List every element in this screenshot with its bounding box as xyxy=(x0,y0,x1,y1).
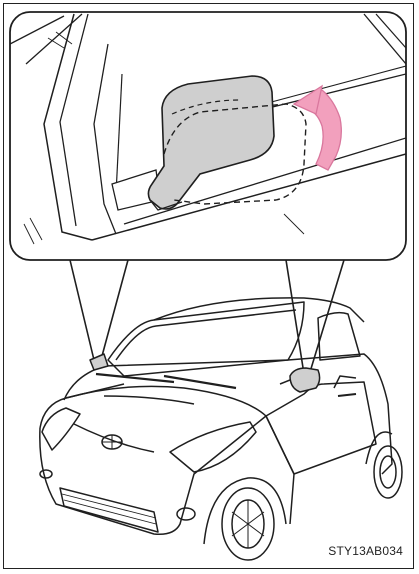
callout-leader-left xyxy=(70,260,94,360)
hood xyxy=(66,386,266,416)
car-mirror-right xyxy=(290,368,320,392)
door-outline xyxy=(266,382,376,474)
headlight-left xyxy=(42,408,80,450)
figure-code: STY13AB034 xyxy=(328,544,403,558)
callout-leader-right-inner xyxy=(310,260,344,372)
mirror-fold-illustration xyxy=(4,4,415,570)
callout-leader-left-inner xyxy=(102,260,128,356)
headlight-right xyxy=(170,422,256,472)
illustration-frame: STY13AB034 xyxy=(3,3,414,569)
rear-wheel xyxy=(374,446,402,498)
callout-leader-right xyxy=(286,260,304,374)
hatchback-car-icon xyxy=(40,298,402,560)
